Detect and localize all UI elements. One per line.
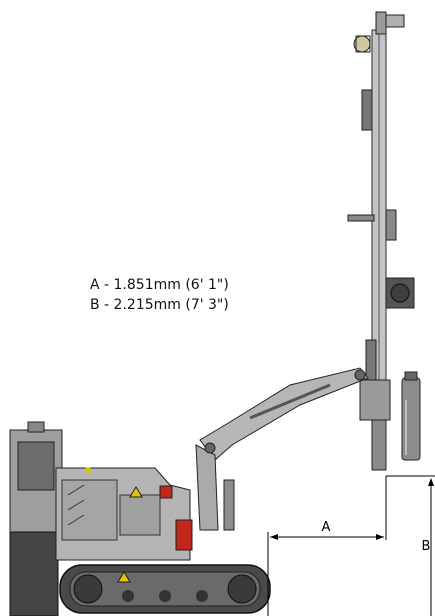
dimension-b: B xyxy=(386,475,435,616)
dimension-a-label: A xyxy=(322,520,331,535)
dimension-specs: A - 1.851mm (6' 1") B - 2.215mm (7' 3") xyxy=(90,275,290,315)
crawler-track xyxy=(59,564,271,614)
dimension-a: A xyxy=(267,476,387,616)
drill-cylinder xyxy=(401,371,421,461)
dimension-b-label: B xyxy=(422,539,431,554)
spec-line-a: A - 1.851mm (6' 1") xyxy=(90,277,229,293)
engine-body xyxy=(55,467,193,561)
drill-mast xyxy=(347,11,415,471)
boom-arm xyxy=(195,367,369,531)
machine-cab xyxy=(9,421,63,616)
spec-line-b: B - 2.215mm (7' 3") xyxy=(90,297,229,313)
